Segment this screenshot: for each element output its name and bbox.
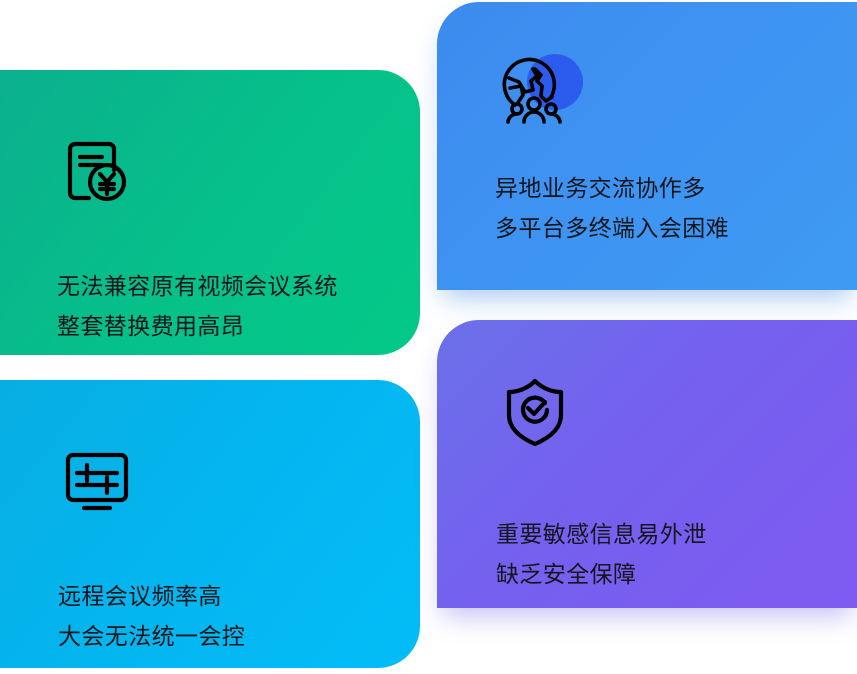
globe-people-icon [495,52,583,130]
card-meeting-control-content: 远程会议频率高 大会无法统一会控 [0,380,420,668]
card-security[interactable]: 重要敏感信息易外泄 缺乏安全保障 [437,320,857,608]
card-remote-collaboration-content: 异地业务交流协作多 多平台多终端入会困难 [437,2,857,290]
card-compatibility[interactable]: 无法兼容原有视频会议系统 整套替换费用高昂 [0,70,420,355]
card-meeting-control-line-2: 大会无法统一会控 [58,623,246,649]
shield-check-icon [496,372,574,450]
card-compatibility-text: 无法兼容原有视频会议系统 整套替换费用高昂 [57,266,420,346]
card-remote-collaboration-line-2: 多平台多终端入会困难 [495,215,729,241]
card-meeting-control[interactable]: 远程会议频率高 大会无法统一会控 [0,380,420,668]
card-compatibility-line-2: 整套替换费用高昂 [57,313,245,339]
card-security-content: 重要敏感信息易外泄 缺乏安全保障 [437,320,857,608]
card-meeting-control-line-1: 远程会议频率高 [58,583,222,609]
card-remote-collaboration-line-1: 异地业务交流协作多 [495,175,706,201]
invoice-yen-icon [57,132,135,210]
card-compatibility-content: 无法兼容原有视频会议系统 整套替换费用高昂 [0,70,420,355]
card-compatibility-line-1: 无法兼容原有视频会议系统 [57,273,338,299]
card-remote-collaboration-text: 异地业务交流协作多 多平台多终端入会困难 [495,168,857,248]
card-security-line-2: 缺乏安全保障 [496,561,637,587]
card-remote-collaboration[interactable]: 异地业务交流协作多 多平台多终端入会困难 [437,2,857,290]
card-security-text: 重要敏感信息易外泄 缺乏安全保障 [496,514,857,594]
card-security-line-1: 重要敏感信息易外泄 [496,521,707,547]
card-meeting-control-text: 远程会议频率高 大会无法统一会控 [58,576,420,656]
monitor-sliders-icon [58,442,136,520]
